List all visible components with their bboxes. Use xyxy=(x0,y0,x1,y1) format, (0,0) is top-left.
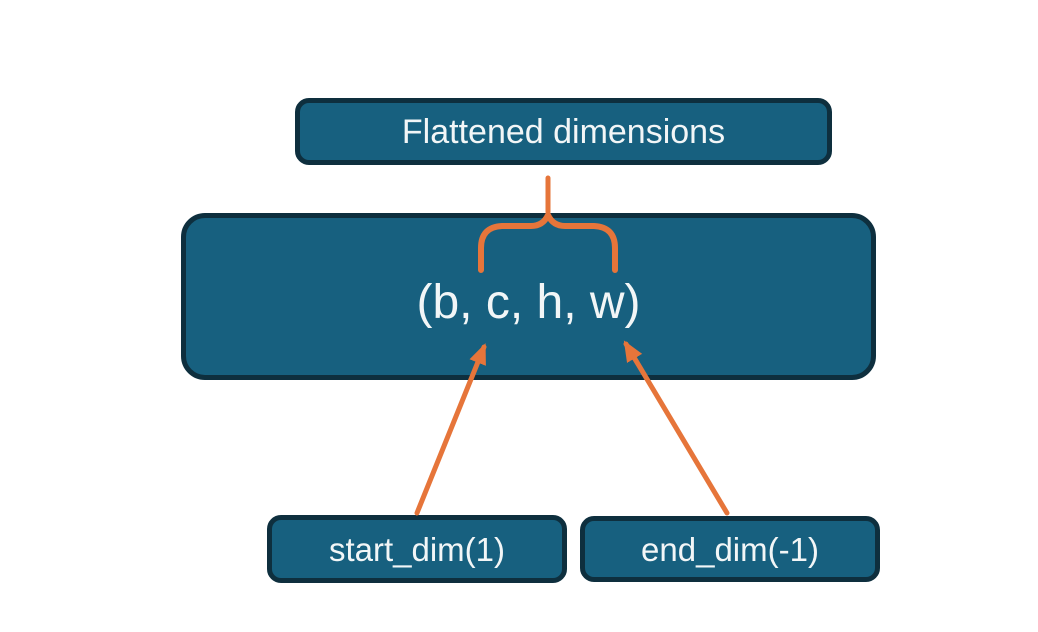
start-dim-label: start_dim(1) xyxy=(328,530,506,568)
flattened-dimensions-label: Flattened dimensions xyxy=(401,112,726,151)
tensor-shape-label: (b, c, h, w) xyxy=(416,276,641,329)
flattened-dimensions-box: Flattened dimensions xyxy=(295,98,832,165)
end-dim-label: end_dim(-1) xyxy=(641,530,819,568)
end-dim-box: end_dim(-1) xyxy=(580,516,880,582)
tensor-shape-box: (b, c, h, w) xyxy=(181,213,876,380)
start-dim-box: start_dim(1) xyxy=(267,515,567,583)
